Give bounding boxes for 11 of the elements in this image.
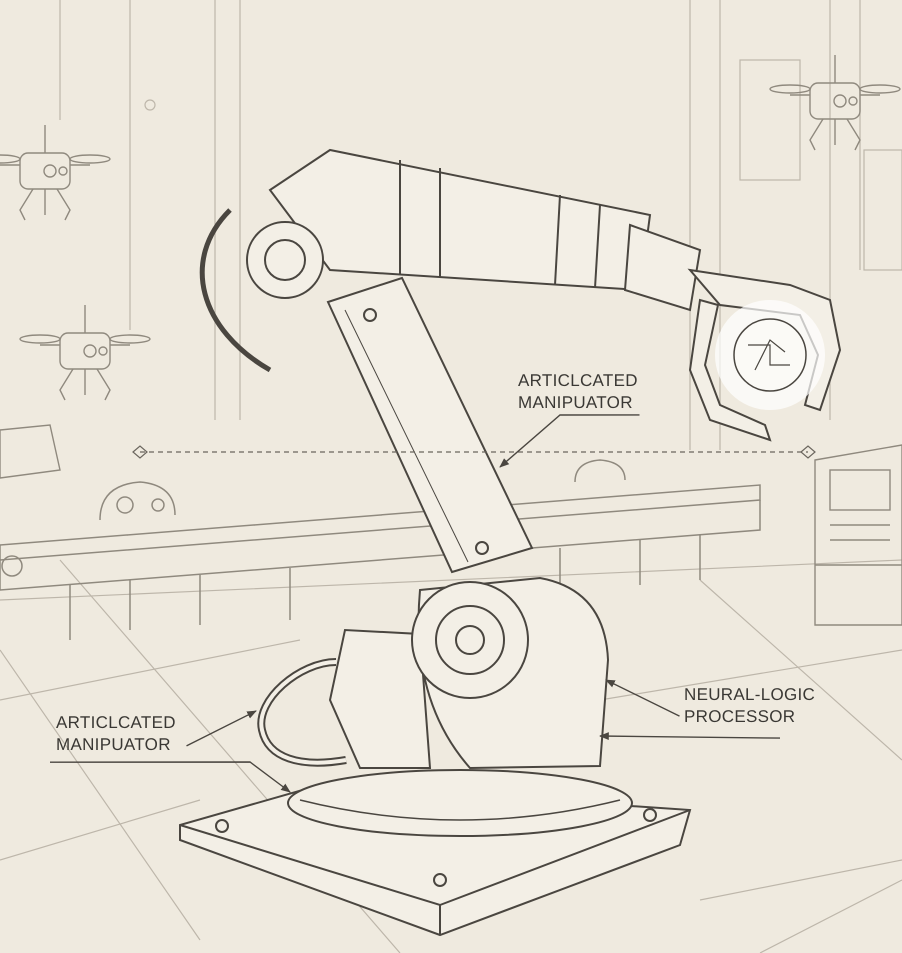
callout-label: ARTICLCATED MANIPUATOR — [56, 712, 206, 756]
leader-line — [599, 732, 780, 740]
leader-line — [605, 679, 680, 717]
cable — [257, 658, 347, 767]
callout-label: NEURAL-LOGIC PROCESSOR — [684, 684, 834, 728]
shoulder-housing — [328, 577, 609, 769]
callout-label: ARTICLCATED MANIPUATOR — [518, 370, 668, 414]
leader-line — [186, 710, 257, 747]
base-ring — [287, 769, 633, 837]
leader-line — [50, 761, 291, 793]
leader-line — [499, 414, 640, 468]
